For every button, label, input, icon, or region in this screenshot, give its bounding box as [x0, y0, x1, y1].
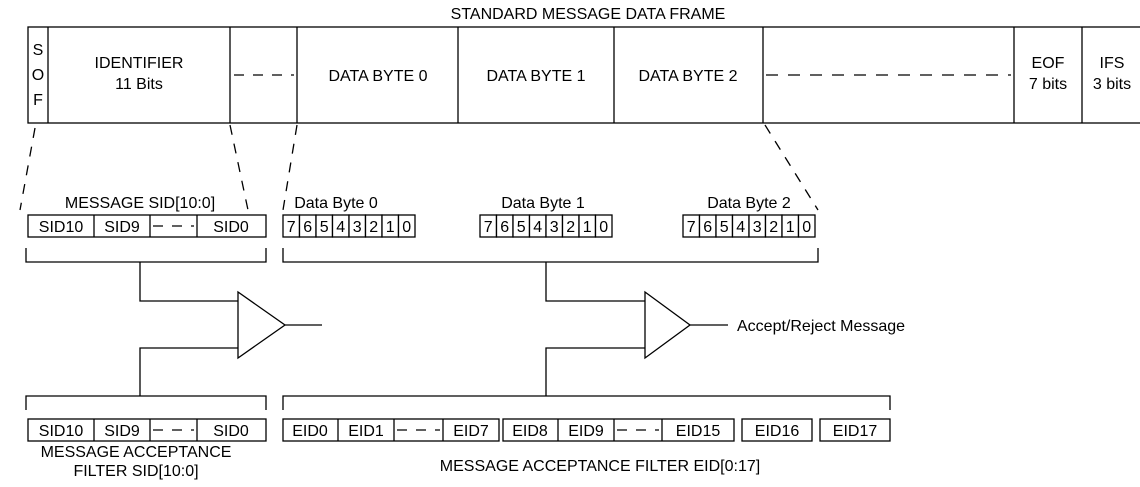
data-byte-2-field: DATA BYTE 2: [639, 68, 738, 85]
bit-number: 2: [566, 219, 575, 236]
sof-field-f: F: [33, 92, 43, 109]
filter-sid-register: SID10 SID9 SID0: [27, 418, 267, 442]
filter-eid15-cell: EID15: [676, 423, 721, 440]
filter-sid10-cell: SID10: [39, 423, 84, 440]
data-byte-0-field: DATA BYTE 0: [329, 68, 428, 85]
expansion-lines: [19, 124, 819, 211]
upper-sid-bracket: [25, 248, 267, 263]
filter-eid8-cell: EID8: [512, 423, 548, 440]
bit-number: 2: [769, 219, 778, 236]
filter-eid7-cell: EID7: [453, 423, 489, 440]
bit-number: 7: [484, 219, 493, 236]
filter-sid-label-line1: MESSAGE ACCEPTANCE: [41, 444, 232, 461]
bit-number: 4: [736, 219, 745, 236]
sof-field-o: O: [32, 67, 44, 84]
filter-sid9-cell: SID9: [104, 423, 140, 440]
bit-number: 0: [599, 219, 608, 236]
bit-number: 7: [687, 219, 696, 236]
message-sid-label: MESSAGE SID[10:0]: [65, 195, 215, 212]
filter-eid1-cell: EID1: [348, 423, 384, 440]
bit-number: 1: [786, 219, 795, 236]
data-comparator-triangle: [644, 290, 692, 360]
bit-number: 0: [402, 219, 411, 236]
bit-number: 6: [303, 219, 312, 236]
filter-eid9-cell: EID9: [568, 423, 604, 440]
bit-number: 5: [320, 219, 329, 236]
filter-eid-register-b: EID8 EID9 EID15: [502, 418, 735, 442]
data-byte-1-field: DATA BYTE 1: [487, 68, 586, 85]
filter-eid-register-a: EID0 EID1 EID7: [282, 418, 500, 442]
bit-number: 7: [287, 219, 296, 236]
bit-number: 2: [369, 219, 378, 236]
filter-eid-label: MESSAGE ACCEPTANCE FILTER EID[0:17]: [440, 458, 760, 475]
bit-number: 4: [336, 219, 345, 236]
ifs-field-bits: 3 bits: [1093, 76, 1131, 93]
bit-number: 1: [583, 219, 592, 236]
identifier-field-bits: 11 Bits: [115, 76, 163, 93]
sid-comparator-triangle: [237, 290, 287, 360]
message-sid10-cell: SID10: [39, 219, 84, 236]
bit-number: 1: [386, 219, 395, 236]
bit-number: 3: [753, 219, 762, 236]
message-sid-register: SID10 SID9 SID0: [27, 214, 267, 238]
lower-eid-bracket: [282, 395, 891, 410]
ifs-field-label: IFS: [1100, 55, 1125, 72]
eof-field-label: EOF: [1032, 55, 1065, 72]
bit-cell: [797, 214, 816, 238]
filter-sid-label-line2: FILTER SID[10:0]: [73, 463, 198, 480]
filter-sid0-cell: SID0: [213, 423, 249, 440]
lower-sid-bracket: [25, 395, 267, 410]
frame-title: STANDARD MESSAGE DATA FRAME: [451, 6, 726, 23]
data-frame: S O F IDENTIFIER 11 Bits DATA BYTE 0 DAT…: [27, 26, 1140, 124]
frame-outline: [27, 26, 1140, 124]
bit-number: 3: [353, 219, 362, 236]
data-comparator: [545, 262, 728, 396]
bit-number: 6: [500, 219, 509, 236]
filter-eid17-cell: EID17: [833, 423, 878, 440]
bit-number: 5: [517, 219, 526, 236]
message-sid0-cell: SID0: [213, 219, 249, 236]
filter-eid-register-d: EID17: [819, 418, 891, 442]
bit-number: 4: [533, 219, 542, 236]
bit-number: 0: [802, 219, 811, 236]
bit-number: 3: [550, 219, 559, 236]
upper-data-bracket: [282, 248, 819, 263]
sid-comparator: [139, 262, 322, 396]
sof-field-s: S: [33, 42, 44, 59]
bit-number: 6: [703, 219, 712, 236]
bit-number: 5: [720, 219, 729, 236]
accept-reject-label: Accept/Reject Message: [737, 318, 905, 335]
bit-cell: [397, 214, 416, 238]
identifier-field-label: IDENTIFIER: [95, 55, 184, 72]
filter-eid0-cell: EID0: [292, 423, 328, 440]
filter-eid16-cell: EID16: [755, 423, 800, 440]
data-byte-2-label: Data Byte 2: [707, 195, 791, 212]
data-byte-1-label: Data Byte 1: [501, 195, 585, 212]
message-sid9-cell: SID9: [104, 219, 140, 236]
bit-cell: [594, 214, 613, 238]
data-byte-0-label: Data Byte 0: [294, 195, 378, 212]
filter-eid-register-c: EID16: [741, 418, 813, 442]
eof-field-bits: 7 bits: [1029, 76, 1067, 93]
